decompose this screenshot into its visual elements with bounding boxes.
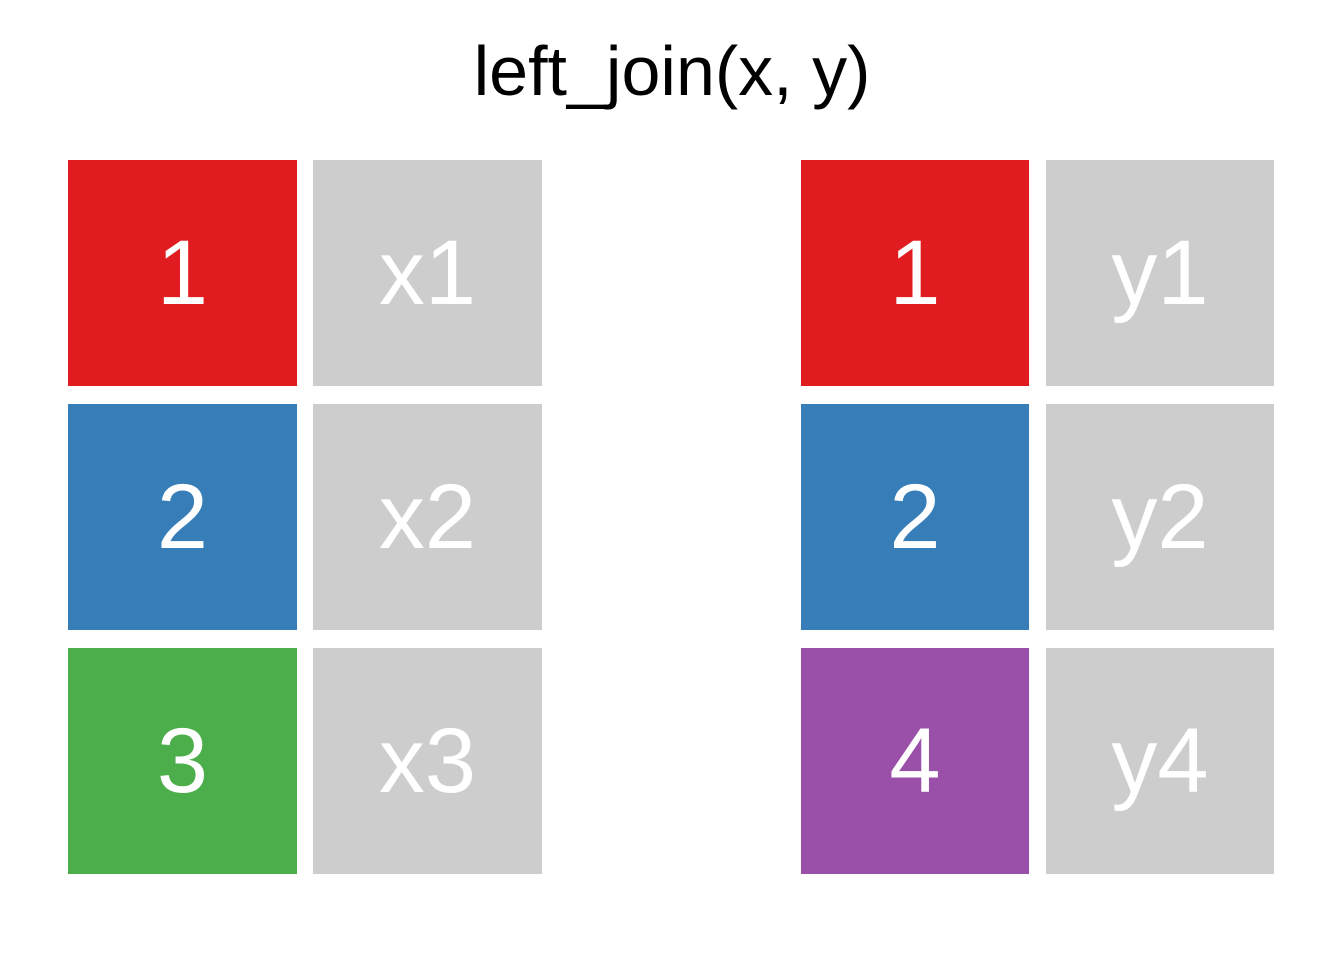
table-y-key-cell: 2 xyxy=(801,404,1029,630)
table-y-key-cell: 1 xyxy=(801,160,1029,386)
table-x-value-cell: x1 xyxy=(313,160,542,386)
table-y-key-cell: 4 xyxy=(801,648,1029,874)
table-x: 1 x1 2 x2 3 x3 xyxy=(68,160,542,874)
table-y: 1 y1 2 y2 4 y4 xyxy=(801,160,1274,874)
table-y-value-cell: y4 xyxy=(1046,648,1274,874)
table-x-key-cell: 3 xyxy=(68,648,297,874)
table-x-value-cell: x3 xyxy=(313,648,542,874)
diagram-title: left_join(x, y) xyxy=(473,32,871,110)
table-x-key-cell: 2 xyxy=(68,404,297,630)
table-x-key-cell: 1 xyxy=(68,160,297,386)
table-y-value-cell: y2 xyxy=(1046,404,1274,630)
table-y-value-cell: y1 xyxy=(1046,160,1274,386)
table-x-value-cell: x2 xyxy=(313,404,542,630)
